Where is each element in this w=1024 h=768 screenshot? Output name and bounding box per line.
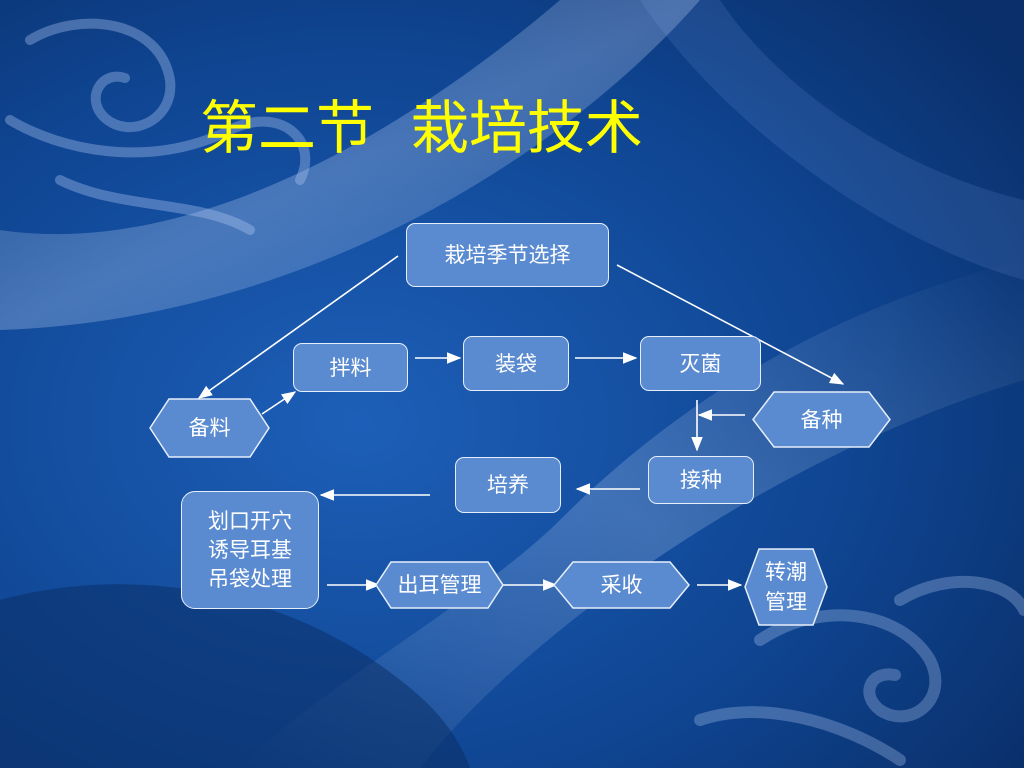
node-cultivate: 培养: [455, 457, 561, 513]
hexagon-shape: [553, 561, 690, 609]
node-bagging: 装袋: [463, 336, 569, 391]
node-label: 栽培季节选择: [444, 243, 571, 267]
node-label: 装袋: [495, 351, 537, 376]
node-season-selection: 栽培季节选择: [406, 223, 609, 287]
hexagon-shape: [375, 561, 504, 609]
arrow-material-to-mixing: [261, 391, 297, 415]
arrow-season-to-material: [197, 255, 399, 399]
node-label: 备料: [188, 416, 231, 440]
node-label: 灭菌: [679, 351, 722, 376]
node-fruiting-management: 出耳管理: [375, 561, 504, 609]
hexagon-shape: [149, 398, 270, 458]
node-label: 出耳管理: [397, 573, 482, 597]
node-label: 拌料: [329, 355, 372, 380]
node-prepare-spawn: 备种: [752, 391, 891, 448]
node-label: 转潮 管理: [765, 560, 807, 614]
node-label: 划口开穴 诱导耳基 吊袋处理: [208, 508, 292, 591]
node-mixing: 拌料: [293, 343, 408, 392]
node-label: 备种: [800, 407, 843, 432]
node-label: 培养: [487, 473, 529, 497]
arrow-season-to-spawn: [616, 264, 845, 385]
node-prepare-material: 备料: [149, 398, 270, 458]
node-label: 接种: [680, 468, 722, 492]
node-label: 采收: [600, 573, 643, 597]
hexagon-shape: [744, 548, 828, 626]
node-cut-opening: 划口开穴 诱导耳基 吊袋处理: [181, 491, 319, 609]
slide-title: 第二节 栽培技术: [200, 94, 643, 162]
node-harvest: 采收: [553, 561, 690, 609]
node-rotation-management: 转潮 管理: [744, 548, 828, 626]
hexagon-shape: [752, 391, 891, 448]
node-inoculate: 接种: [648, 456, 754, 504]
node-sterilize: 灭菌: [640, 336, 761, 391]
